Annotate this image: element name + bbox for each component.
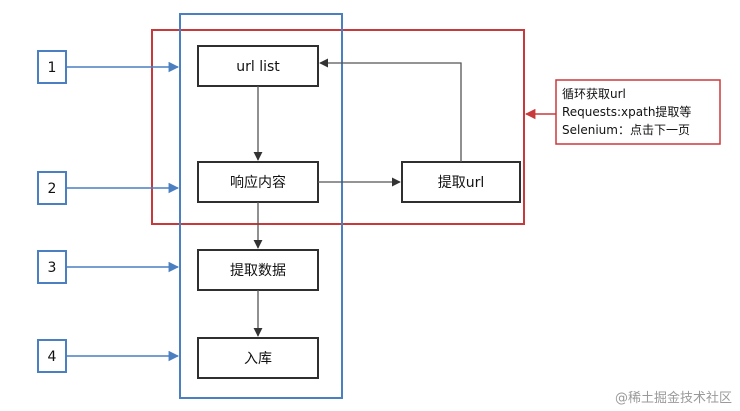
step-4-box: [37, 339, 67, 373]
note-line-2: Requests:xpath提取等: [562, 104, 691, 119]
response-label: 响应内容: [230, 174, 286, 191]
store-label: 入库: [244, 351, 272, 367]
step-2-box: [37, 171, 67, 205]
watermark: @稀土掘金技术社区: [615, 390, 732, 406]
url-list-box: [197, 45, 319, 87]
step-3-label: 3: [48, 260, 57, 276]
loop-region: [151, 29, 525, 225]
step-1-label: 1: [48, 60, 57, 76]
step-4: 4: [37, 339, 67, 373]
extract-data-label: 提取数据: [230, 263, 286, 279]
store-box: [197, 337, 319, 379]
step-2-label: 2: [48, 181, 57, 197]
note-box: [555, 79, 721, 145]
note-line-1: 循环获取url: [562, 87, 626, 101]
url-list-label: url list: [236, 59, 280, 75]
extract-url-node: 提取url: [401, 161, 521, 203]
extract-data-box: [197, 249, 319, 291]
pipeline-container: [179, 13, 343, 399]
store-node: 入库: [197, 337, 319, 379]
extract-data-node: 提取数据: [197, 249, 319, 291]
step-2: 2: [37, 171, 67, 205]
step-3: 3: [37, 250, 67, 284]
response-node: 响应内容: [197, 161, 319, 203]
step-4-label: 4: [48, 349, 57, 365]
url-list-node: url list: [197, 45, 319, 87]
arrow-extract-url-to-urllist: [319, 58, 462, 162]
step-1: 1: [37, 50, 67, 84]
response-box: [197, 161, 319, 203]
extract-url-label: 提取url: [438, 175, 485, 191]
note-line-3: Selenium：点击下一页: [562, 123, 690, 137]
